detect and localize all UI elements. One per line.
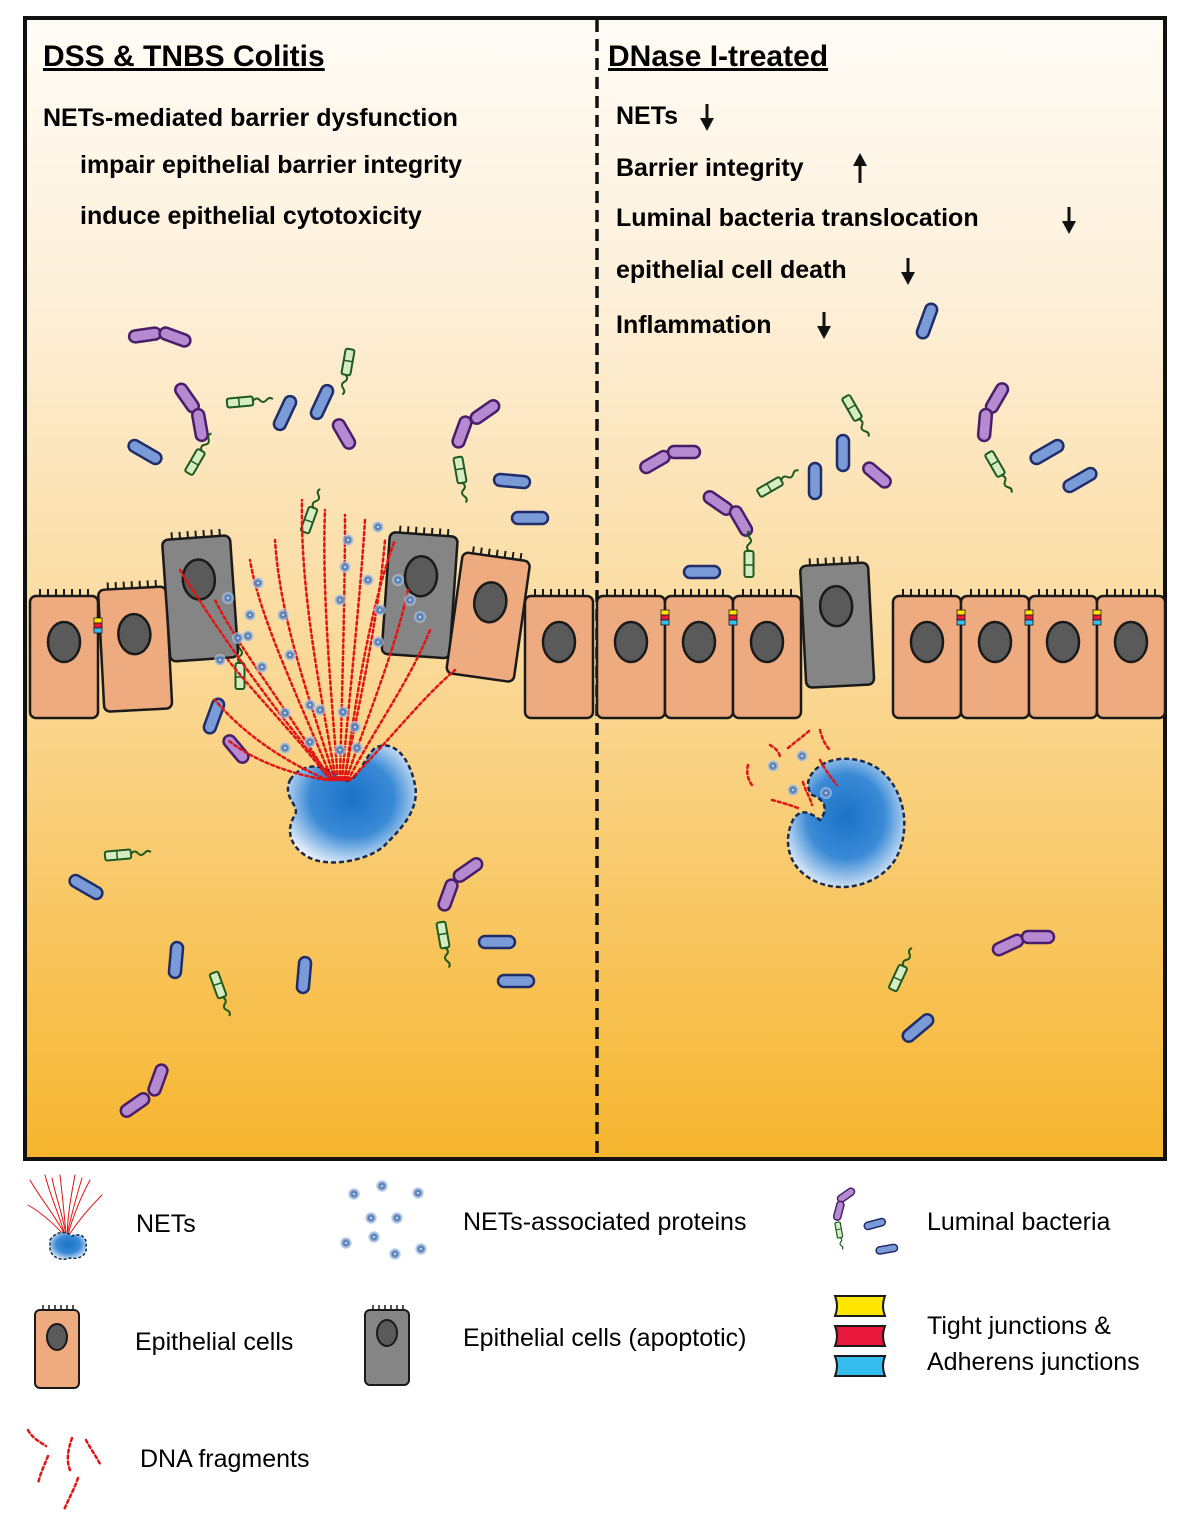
right-panel-title: DNase I-treated bbox=[608, 40, 828, 73]
apoptotic-cell bbox=[798, 554, 876, 690]
panel-border bbox=[23, 16, 1167, 1161]
legend-nets-label: NETs bbox=[136, 1210, 196, 1238]
neutrophil-right bbox=[745, 728, 906, 889]
legend-junctions-icon bbox=[833, 1295, 887, 1377]
legend-nets-icon bbox=[27, 1174, 103, 1260]
left-line-2: impair epithelial barrier integrity bbox=[80, 151, 462, 179]
arrow-down-icon bbox=[1062, 207, 1076, 234]
epithelial-cell bbox=[1027, 587, 1099, 720]
legend-proteins-icon bbox=[340, 1180, 427, 1260]
epithelial-cell bbox=[731, 587, 803, 720]
effect-cell-death: epithelial cell death bbox=[616, 256, 847, 284]
epithelial-cell bbox=[959, 587, 1031, 720]
epithelial-cell bbox=[1095, 587, 1167, 720]
epithelial-cell bbox=[28, 587, 100, 720]
effect-barrier-integrity: Barrier integrity bbox=[616, 154, 804, 182]
legend-dna-icon bbox=[26, 1428, 102, 1512]
arrow-down-icon bbox=[817, 312, 831, 339]
epithelial-cell bbox=[891, 587, 963, 720]
left-line-1: NETs-mediated barrier dysfunction bbox=[43, 104, 458, 132]
effect-nets: NETs bbox=[616, 102, 678, 130]
left-line-3: induce epithelial cytotoxicity bbox=[80, 202, 422, 230]
arrow-down-icon bbox=[700, 104, 714, 131]
legend-epithelial-icon bbox=[34, 1305, 80, 1389]
effect-bacteria-translocation: Luminal bacteria translocation bbox=[616, 204, 979, 232]
legend-epithelial-label: Epithelial cells bbox=[135, 1328, 293, 1356]
arrow-down-icon bbox=[901, 258, 915, 285]
legend-bacteria-icon bbox=[832, 1185, 899, 1256]
legend-bacteria-label: Luminal bacteria bbox=[927, 1208, 1111, 1236]
left-panel-title: DSS & TNBS Colitis bbox=[43, 40, 325, 73]
arrow-up-icon bbox=[853, 153, 867, 183]
legend-apoptotic-label: Epithelial cells (apoptotic) bbox=[463, 1324, 746, 1352]
legend-apoptotic-icon bbox=[364, 1305, 410, 1386]
legend-junctions-label-1: Tight junctions & bbox=[927, 1312, 1111, 1340]
effect-inflammation: Inflammation bbox=[616, 311, 772, 339]
epithelial-cell bbox=[96, 578, 174, 714]
legend-junctions-label-2: Adherens junctions bbox=[927, 1348, 1140, 1376]
epithelial-cell bbox=[523, 587, 595, 720]
neutrophil-nets bbox=[178, 498, 457, 864]
epithelial-cell bbox=[663, 587, 735, 720]
legend-dna-label: DNA fragments bbox=[140, 1445, 310, 1473]
epithelial-cell bbox=[595, 587, 667, 720]
legend-proteins-label: NETs-associated proteins bbox=[463, 1208, 746, 1236]
